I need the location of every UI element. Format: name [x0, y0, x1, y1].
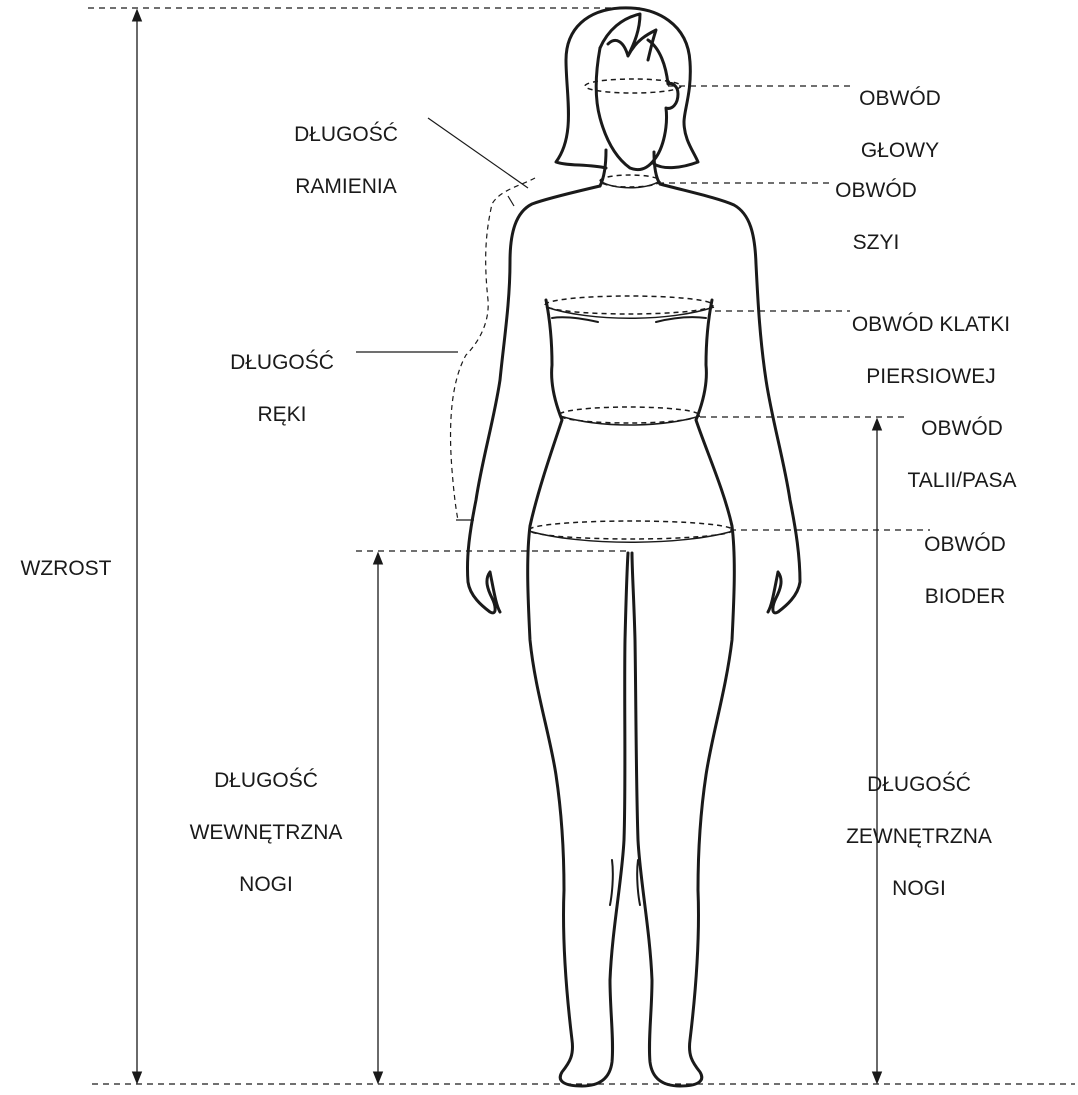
- label-outseam-length: DŁUGOŚĆ ZEWNĘTRZNA NOGI: [834, 746, 1004, 928]
- body-outline: [467, 8, 800, 1086]
- label-height-line-1: WZROST: [6, 556, 126, 582]
- label-waist-circumference: OBWÓD TALII/PASA: [882, 390, 1042, 520]
- label-outseam-line-3: NOGI: [834, 876, 1004, 902]
- label-outseam-line-2: ZEWNĘTRZNA: [834, 824, 1004, 850]
- shoulder-leader-line: [428, 118, 528, 188]
- label-arm-line-1: DŁUGOŚĆ: [212, 350, 352, 376]
- label-head-line-1: OBWÓD: [820, 86, 980, 112]
- label-neck-line-2: SZYI: [796, 230, 956, 256]
- chest-ring: [545, 296, 713, 314]
- chest-line-right: [656, 317, 706, 322]
- label-arm-line-2: RĘKI: [212, 402, 352, 428]
- fringe: [600, 14, 656, 60]
- label-waist-line-2: TALII/PASA: [882, 468, 1042, 494]
- label-chest-line-1: OBWÓD KLATKI: [826, 312, 1036, 338]
- body-right-side: [632, 300, 734, 1086]
- label-height: WZROST: [6, 530, 126, 608]
- label-outseam-line-1: DŁUGOŚĆ: [834, 772, 1004, 798]
- label-inseam-line-1: DŁUGOŚĆ: [186, 768, 346, 794]
- shoulder-length-tick: [508, 196, 514, 206]
- label-arm-length: DŁUGOŚĆ RĘKI: [212, 324, 352, 454]
- face: [596, 40, 678, 170]
- label-shoulder-length: DŁUGOŚĆ RAMIENIA: [276, 96, 416, 226]
- arm-length-path: [451, 178, 535, 520]
- chest-line-left: [552, 317, 598, 322]
- label-inseam-line-3: NOGI: [186, 872, 346, 898]
- waist-ring-front: [560, 416, 700, 425]
- head-ring: [585, 79, 681, 93]
- hips-ring: [529, 521, 733, 539]
- label-inseam-length: DŁUGOŚĆ WEWNĘTRZNA NOGI: [186, 742, 346, 924]
- label-chest-line-2: PIERSIOWEJ: [826, 364, 1036, 390]
- body-left-side: [528, 300, 628, 1086]
- label-hips-line-2: BIODER: [890, 584, 1040, 610]
- knee-detail-left: [610, 860, 613, 905]
- label-waist-line-1: OBWÓD: [882, 416, 1042, 442]
- label-shoulder-line-2: RAMIENIA: [276, 174, 416, 200]
- circumference-rings: [529, 79, 733, 542]
- label-neck-line-1: OBWÓD: [796, 178, 956, 204]
- label-neck-circumference: OBWÓD SZYI: [796, 152, 956, 282]
- label-hips-circumference: OBWÓD BIODER: [890, 506, 1040, 636]
- label-inseam-line-2: WEWNĘTRZNA: [186, 820, 346, 846]
- torso: [467, 184, 800, 613]
- label-shoulder-line-1: DŁUGOŚĆ: [276, 122, 416, 148]
- label-hips-line-1: OBWÓD: [890, 532, 1040, 558]
